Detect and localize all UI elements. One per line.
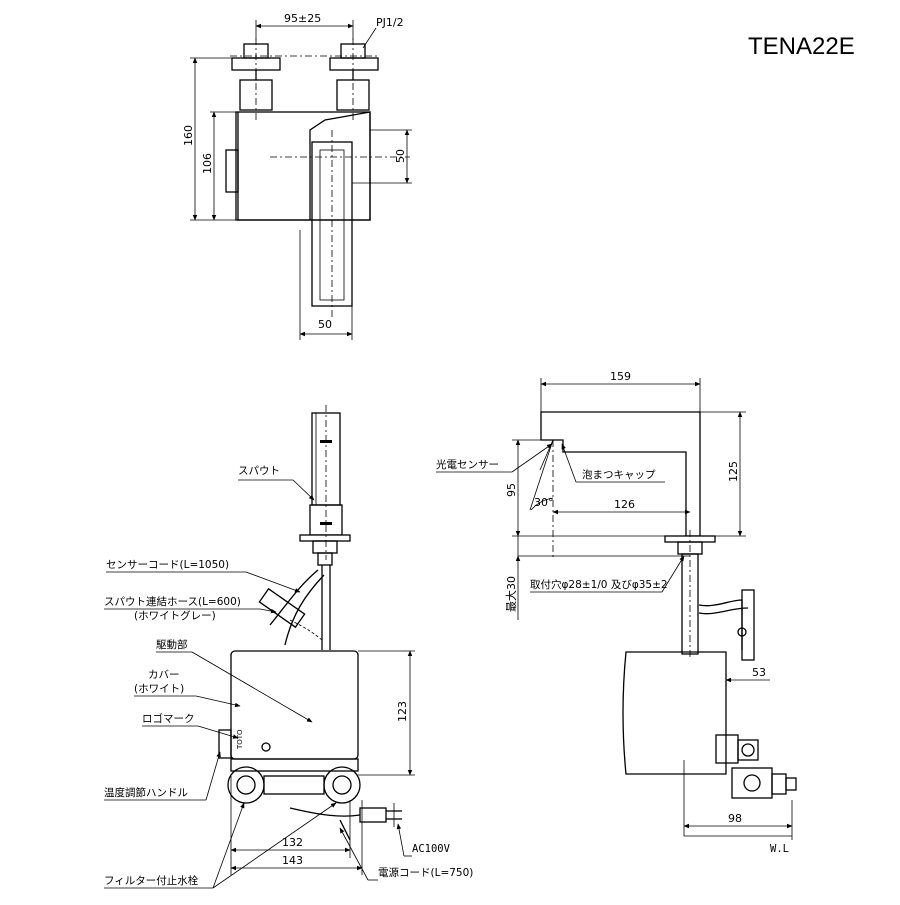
mounting-nut <box>312 540 338 554</box>
label-hose-color: (ホワイトグレー) <box>134 609 216 622</box>
base-plate <box>230 758 359 772</box>
right-stop-valve <box>323 766 361 804</box>
power-cord <box>289 807 361 817</box>
label-max30: 最大30 <box>504 576 518 612</box>
label-power-cord: 電源コード(L=750) <box>378 866 473 879</box>
drive-unit-side <box>622 651 727 775</box>
model-title: TENA22E <box>748 33 855 60</box>
dim-bottom-width: 50 <box>318 318 332 331</box>
right-hex-nut <box>329 57 379 71</box>
label-ac: AC100V <box>412 843 451 855</box>
dim-thread: PJ1/2 <box>376 16 404 29</box>
label-sensor: 光電センサー <box>436 458 499 471</box>
drive-unit-cover <box>230 650 359 760</box>
dim-98: 98 <box>728 812 742 825</box>
dim-height-body: 106 <box>201 153 214 174</box>
dim-angle: 30° <box>534 496 554 509</box>
label-cover-color: (ホワイト) <box>134 683 184 695</box>
left-stop-valve <box>227 766 265 804</box>
label-wl: W.L <box>770 843 789 855</box>
power-plug <box>359 807 387 823</box>
dim-53: 53 <box>752 666 766 679</box>
valve-side-1 <box>715 734 739 764</box>
label-logo: ロゴマーク <box>142 712 195 725</box>
dim-132: 132 <box>282 836 303 849</box>
label-stop-valve: フィルター付止水栓 <box>104 874 199 887</box>
supply-riser <box>741 589 755 661</box>
supply-pipe <box>698 599 743 650</box>
sensor-cord <box>269 569 319 626</box>
label-cover: カバー <box>148 669 180 681</box>
label-spout: スパウト <box>238 465 280 477</box>
drive-unit-top <box>235 111 371 221</box>
dim-95: 95 <box>505 483 518 497</box>
label-drive: 駆動部 <box>156 638 188 651</box>
dim-123: 123 <box>396 701 409 722</box>
label-hole: 取付穴φ28±1/0 及びφ35±2 <box>530 578 668 591</box>
hose-connector <box>258 587 306 629</box>
dim-height-total: 160 <box>182 125 195 146</box>
spout-side <box>540 411 701 537</box>
label-sensor-cord: センサーコード(L=1050) <box>106 559 229 571</box>
side-handle-top <box>225 149 239 193</box>
temp-handle-front <box>218 729 232 759</box>
label-temp-handle: 温度調節ハンドル <box>104 786 188 799</box>
top-view: 95±25 PJ1/2 160 106 50 50 <box>182 12 412 340</box>
label-hose: スパウト連結ホース(L=600) <box>104 595 241 608</box>
valve-bridge <box>263 775 325 795</box>
dim-hose-pitch: 95±25 <box>284 12 321 25</box>
front-view: TOTO 123 132 143 スパウト センサーコード(L=1050) <box>104 405 473 889</box>
label-cap: 泡まつキャップ <box>582 468 656 481</box>
valve-side-2 <box>731 767 773 799</box>
mounting-flange <box>299 534 351 542</box>
dim-right: 50 <box>394 149 407 163</box>
side-view: W.L 159 125 95 126 30° 最大30 53 98 光 <box>436 370 797 855</box>
body-outline <box>237 111 371 221</box>
svg-text:TOTO: TOTO <box>236 729 244 750</box>
dim-126: 126 <box>614 498 635 511</box>
dim-143: 143 <box>282 854 303 867</box>
dim-159: 159 <box>610 370 631 383</box>
dim-125: 125 <box>727 461 740 482</box>
logo-mark <box>261 742 271 752</box>
